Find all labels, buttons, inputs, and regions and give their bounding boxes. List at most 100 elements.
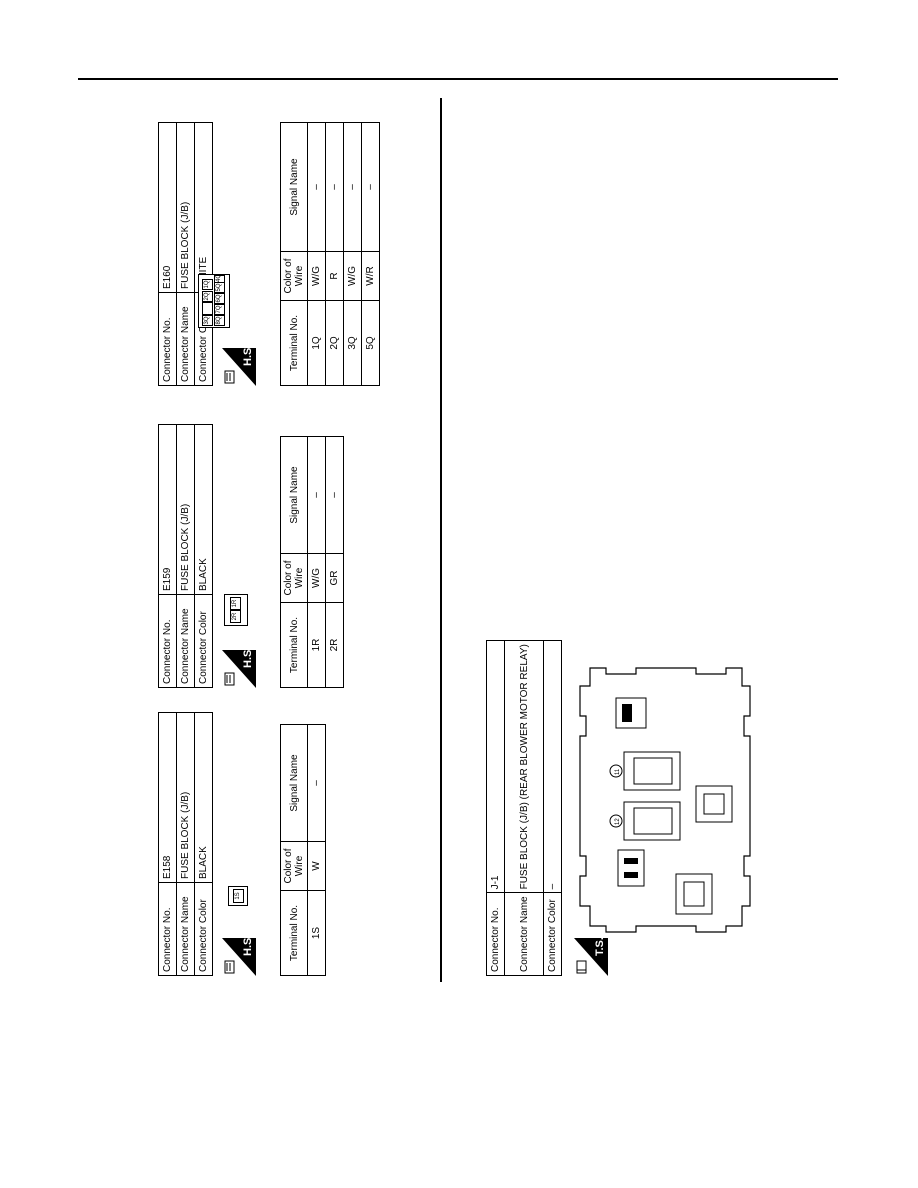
label-connector-name: Connector Name [176,594,195,688]
cell-wire: GR [325,553,344,603]
cell-wire: W/G [307,251,326,301]
connector-name: FUSE BLOCK (J/B) (REAR BLOWER MOTOR RELA… [504,640,544,893]
label-connector-no: Connector No. [158,594,177,688]
connector-name: FUSE BLOCK (J/B) [176,424,195,595]
connector-face-e160: 3Q 2Q 1Q 8Q 7Q 6Q 5Q 4Q [198,274,230,328]
cell-signal: – [325,122,344,252]
table-row: 1S W – [307,724,326,976]
connector-face-e158: 1S [228,886,248,906]
header-terminal-no: Terminal No. [280,602,308,688]
label-connector-no: Connector No. [158,882,177,976]
hs-label: H.S. [242,348,254,366]
cell-wire: R [325,251,344,301]
connector-name: FUSE BLOCK (J/B) [176,122,195,293]
pin-5q: 5Q [214,282,225,293]
header-signal-name: Signal Name [280,436,308,554]
label-connector-color: Connector Color [543,892,562,976]
hs-label: H.S. [242,650,254,668]
ts-label: T.S. [594,938,606,956]
connector-color: – [543,640,562,893]
cell-signal: – [307,122,326,252]
column-divider [440,98,442,982]
cell-signal: – [307,724,326,842]
hs-badge-icon: H.S. [222,938,256,976]
connector-color: BLACK [194,424,213,595]
connector-number: E159 [158,424,177,595]
connector-number: E160 [158,122,177,293]
cell-terminal: 1Q [307,300,326,386]
socket-top [615,697,647,729]
table-row: 2Q R – [325,122,344,386]
socket-left [617,849,645,887]
header-terminal-no: Terminal No. [280,890,308,976]
top-rule [78,78,838,80]
fuse-block-outline [579,667,751,933]
pin-key [202,302,213,315]
cell-wire: W/R [361,251,380,301]
table-row: 3Q W/G – [343,122,362,386]
header-signal-name: Signal Name [280,724,308,842]
cell-wire: W [307,841,326,891]
table-row: 1Q W/G – [307,122,326,386]
connector-number: J-1 [486,640,505,893]
relay-12-label: 12 [615,818,621,825]
header-color-of-wire: Color of Wire [280,841,308,891]
relay-11-label: 11 [615,768,621,775]
ts-badge-icon: T.S. [574,938,608,976]
pin-1q: 1Q [202,279,213,290]
cell-terminal: 1R [307,602,326,688]
hs-badge-icon: H.S. [222,650,256,688]
label-connector-color: Connector Color [194,594,213,688]
hs-label: H.S. [242,938,254,956]
header-terminal-no: Terminal No. [280,300,308,386]
connector-color: BLACK [194,712,213,883]
socket-right [695,785,733,823]
relay-11 [623,751,681,791]
connector-name: FUSE BLOCK (J/B) [176,712,195,883]
label-connector-name: Connector Name [176,292,195,386]
pin-2r: 2R [230,610,241,623]
cell-wire: W/G [307,553,326,603]
terminal-table: Terminal No. Color of Wire Signal Name 1… [280,724,326,976]
header-color-of-wire: Color of Wire [280,251,308,301]
connector-number: E158 [158,712,177,883]
pin-1r: 1R [230,597,241,610]
pin-4q: 4Q [214,274,225,283]
pin-3q: 3Q [202,315,213,326]
connector-face-e159: 2R 1R [224,594,248,626]
table-row: 1R W/G – [307,436,326,688]
pin-8q: 8Q [214,315,225,326]
pin-2q: 2Q [202,291,213,302]
label-connector-no: Connector No. [486,892,505,976]
cell-terminal: 2R [325,602,344,688]
cell-terminal: 1S [307,890,326,976]
socket-bottom [675,873,713,915]
table-row: 2R GR – [325,436,344,688]
terminal-table: Terminal No. Color of Wire Signal Name 1… [280,122,380,386]
pin-6q: 6Q [214,293,225,304]
label-connector-color: Connector Color [194,882,213,976]
table-row: 5Q W/R – [361,122,380,386]
cell-terminal: 3Q [343,300,362,386]
label-connector-no: Connector No. [158,292,177,386]
cell-wire: W/G [343,251,362,301]
label-connector-name: Connector Name [504,892,544,976]
label-connector-name: Connector Name [176,882,195,976]
terminal-table: Terminal No. Color of Wire Signal Name 1… [280,436,344,688]
pin-1s: 1S [233,889,244,903]
cell-terminal: 5Q [361,300,380,386]
fuse-block-diagram: 12 11 [579,667,751,933]
cell-signal: – [307,436,326,554]
header-color-of-wire: Color of Wire [280,553,308,603]
connector-color: WHITE [194,122,213,293]
cell-signal: – [343,122,362,252]
hs-badge-icon: H.S. [222,348,256,386]
